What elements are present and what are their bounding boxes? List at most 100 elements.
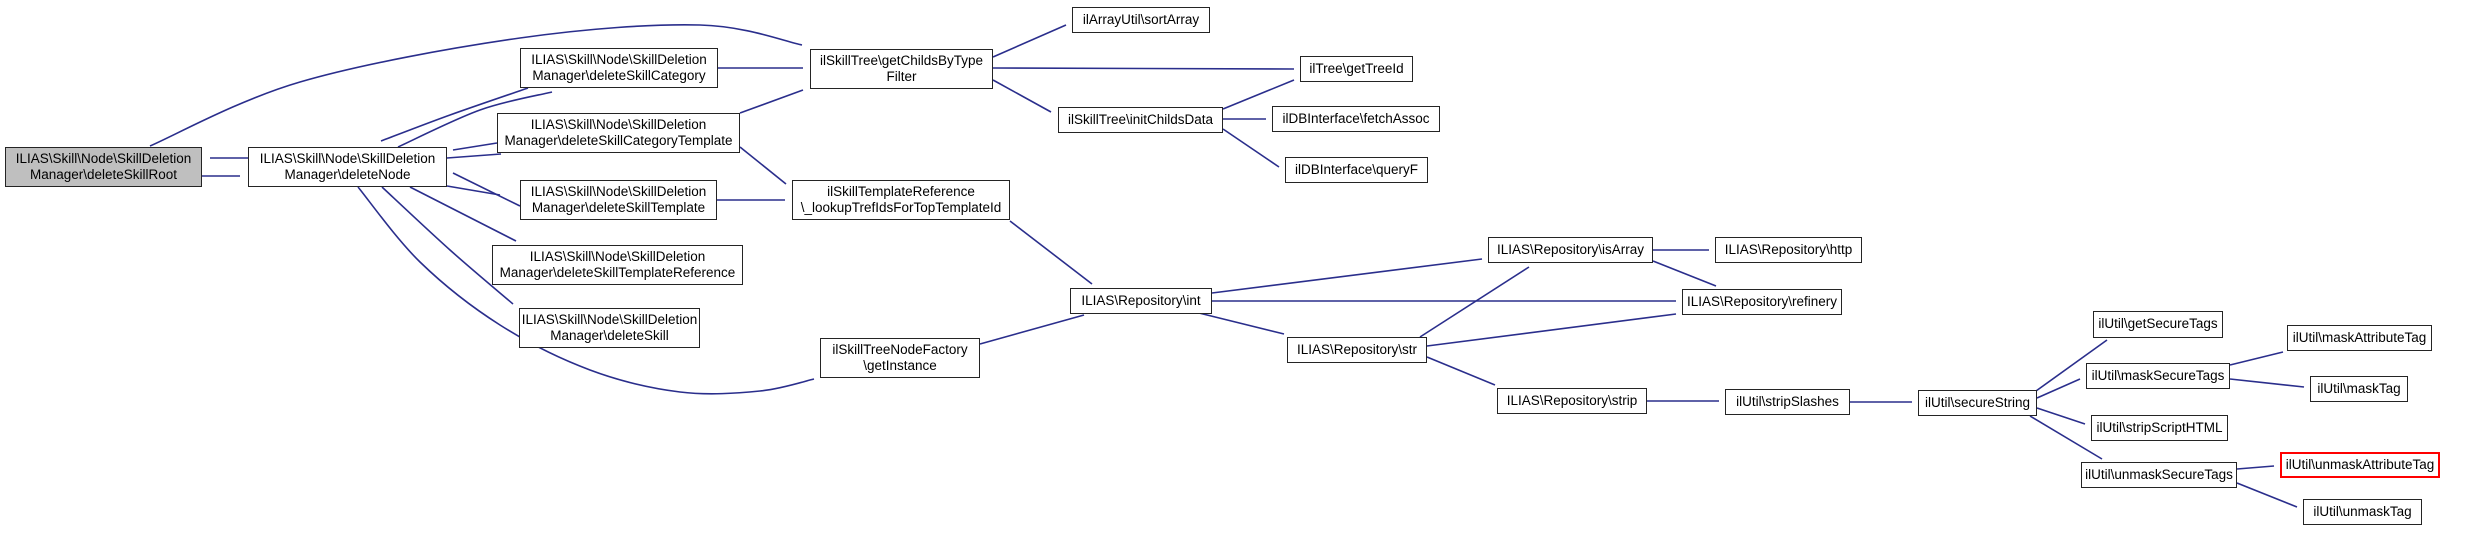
node-mask-secure-tags[interactable]: ilUtil\maskSecureTags bbox=[2086, 363, 2230, 389]
node-label-line: ILIAS\Repository\strip bbox=[1506, 392, 1638, 408]
edge-repository-int--repository-is-array bbox=[1211, 258, 1483, 294]
node-label-line: ilUtil\maskAttributeTag bbox=[2292, 329, 2427, 345]
node-label-line: Manager\deleteSkillRoot bbox=[29, 167, 178, 182]
node-get-secure-tags[interactable]: ilUtil\getSecureTags bbox=[2093, 311, 2223, 338]
node-label-line: ilSkillTree\initChildsData bbox=[1067, 111, 1214, 127]
edge-delete-node--delete-skill-template bbox=[446, 185, 501, 196]
node-label-line: ilUtil\unmaskTag bbox=[2313, 503, 2412, 519]
node-label-line: Manager\deleteSkillTemplateReference bbox=[499, 265, 736, 280]
edge-lookup-tref-ids-for-top-template-id--repository-int bbox=[1009, 220, 1093, 285]
node-repository-is-array[interactable]: ILIAS\Repository\isArray bbox=[1488, 237, 1653, 263]
edge-delete-skill-template--delete-node bbox=[452, 172, 521, 207]
node-fetch-assoc[interactable]: ilDBInterface\fetchAssoc bbox=[1272, 106, 1440, 132]
edge-delete-node--get-instance bbox=[357, 186, 815, 395]
node-repository-strip[interactable]: ILIAS\Repository\strip bbox=[1497, 388, 1647, 414]
node-label-line: ILIAS\Skill\Node\SkillDeletion bbox=[530, 183, 707, 199]
node-label-line: ilUtil\maskSecureTags bbox=[2091, 367, 2225, 383]
edge-repository-str--repository-strip bbox=[1426, 356, 1496, 386]
edge-delete-node--delete-skill-category-template bbox=[446, 153, 502, 159]
node-label-line: ilSkillTreeNodeFactory bbox=[832, 341, 968, 357]
node-label-line: Manager\deleteSkillCategoryTemplate bbox=[504, 133, 733, 148]
node-get-tree-id[interactable]: ilTree\getTreeId bbox=[1300, 56, 1413, 82]
edge-delete-node--delete-skill-category bbox=[397, 91, 553, 148]
node-repository-http[interactable]: ILIAS\Repository\http bbox=[1715, 237, 1862, 263]
edge-unmask-secure-tags--unmask-tag bbox=[2236, 482, 2298, 508]
node-secure-string[interactable]: ilUtil\secureString bbox=[1918, 390, 2037, 416]
edge-secure-string--mask-secure-tags bbox=[2036, 378, 2081, 399]
node-unmask-attribute-tag[interactable]: ilUtil\unmaskAttributeTag bbox=[2280, 452, 2440, 478]
edge-repository-is-array--repository-refinery bbox=[1652, 260, 1717, 287]
edge-delete-skill-category-template--delete-node bbox=[452, 142, 498, 151]
node-label-line: ILIAS\Skill\Node\SkillDeletion bbox=[530, 116, 707, 132]
node-label-line: ilSkillTree\getChildsByType bbox=[819, 52, 984, 68]
node-label-line: ilTree\getTreeId bbox=[1309, 60, 1404, 76]
node-sort-array[interactable]: ilArrayUtil\sortArray bbox=[1072, 7, 1210, 33]
node-label-line: Manager\deleteSkillCategory bbox=[532, 68, 706, 83]
node-label-line: ILIAS\Skill\Node\SkillDeletion bbox=[529, 248, 706, 264]
edge-delete-skill-category-template--lookup-tref-ids-for-top-template-id bbox=[739, 146, 787, 185]
edge-get-childs-by-type-filter--init-childs-data bbox=[992, 79, 1052, 113]
node-label-line: ilUtil\unmaskSecureTags bbox=[2085, 466, 2233, 482]
node-label-line: ilUtil\maskTag bbox=[2317, 380, 2401, 396]
node-strip-slashes[interactable]: ilUtil\stripSlashes bbox=[1725, 389, 1850, 415]
edge-delete-node--delete-skill bbox=[381, 186, 514, 305]
node-repository-refinery[interactable]: ILIAS\Repository\refinery bbox=[1682, 289, 1842, 315]
edge-get-instance--repository-int bbox=[979, 314, 1085, 345]
node-label-line: Manager\deleteSkill bbox=[550, 328, 669, 343]
node-label-line: \_lookupTrefIdsForTopTemplateId bbox=[800, 200, 1002, 215]
edge-mask-secure-tags--mask-tag bbox=[2229, 378, 2305, 388]
edge-mask-secure-tags--mask-attribute-tag bbox=[2229, 351, 2284, 366]
node-get-instance[interactable]: ilSkillTreeNodeFactory\getInstance bbox=[820, 338, 980, 378]
node-label-line: ILIAS\Repository\int bbox=[1081, 292, 1201, 308]
node-query-f[interactable]: ilDBInterface\queryF bbox=[1285, 157, 1428, 183]
edge-delete-skill-root--get-childs-by-type-filter bbox=[149, 24, 803, 147]
edge-secure-string--get-secure-tags bbox=[2035, 339, 2108, 392]
node-label-line: ilUtil\stripSlashes bbox=[1736, 393, 1839, 409]
node-repository-str[interactable]: ILIAS\Repository\str bbox=[1287, 337, 1427, 363]
node-label-line: ILIAS\Skill\Node\SkillDeletion bbox=[521, 311, 698, 327]
node-unmask-tag[interactable]: ilUtil\unmaskTag bbox=[2303, 499, 2422, 525]
node-mask-tag[interactable]: ilUtil\maskTag bbox=[2310, 376, 2408, 402]
edge-repository-str--repository-is-array bbox=[1419, 266, 1530, 338]
node-label-line: ILIAS\Repository\refinery bbox=[1686, 293, 1838, 309]
node-label-line: \getInstance bbox=[863, 358, 937, 373]
edge-secure-string--strip-script-html bbox=[2036, 407, 2086, 425]
edge-delete-skill-category-template--get-childs-by-type-filter bbox=[739, 89, 804, 114]
edge-repository-int--repository-str bbox=[1198, 312, 1285, 335]
node-label-line: Manager\deleteNode bbox=[284, 167, 411, 182]
node-repository-int[interactable]: ILIAS\Repository\int bbox=[1070, 288, 1212, 314]
node-label-line: ilUtil\unmaskAttributeTag bbox=[2285, 456, 2435, 472]
edge-secure-string--unmask-secure-tags bbox=[2029, 415, 2103, 460]
edge-delete-skill-category--delete-node bbox=[380, 87, 529, 142]
edge-repository-str--repository-refinery bbox=[1426, 313, 1677, 347]
node-mask-attribute-tag[interactable]: ilUtil\maskAttributeTag bbox=[2287, 325, 2432, 351]
node-label-line: ILIAS\Skill\Node\SkillDeletion bbox=[15, 150, 192, 166]
node-label-line: ILIAS\Skill\Node\SkillDeletion bbox=[259, 150, 436, 166]
edge-init-childs-data--query-f bbox=[1222, 128, 1280, 168]
node-label-line: ILIAS\Repository\isArray bbox=[1496, 241, 1645, 257]
edge-unmask-secure-tags--unmask-attribute-tag bbox=[2236, 465, 2275, 470]
node-strip-script-html[interactable]: ilUtil\stripScriptHTML bbox=[2091, 415, 2228, 441]
node-label-line: Filter bbox=[886, 69, 917, 84]
node-label-line: ilUtil\getSecureTags bbox=[2098, 316, 2218, 332]
node-unmask-secure-tags[interactable]: ilUtil\unmaskSecureTags bbox=[2081, 462, 2237, 488]
node-label-line: ILIAS\Repository\http bbox=[1724, 241, 1853, 257]
node-label-line: ilSkillTemplateReference bbox=[827, 183, 975, 199]
node-label-line: ILIAS\Repository\str bbox=[1296, 341, 1418, 357]
node-label-line: ilArrayUtil\sortArray bbox=[1082, 11, 1200, 27]
edge-init-childs-data--get-tree-id bbox=[1222, 79, 1295, 110]
node-init-childs-data[interactable]: ilSkillTree\initChildsData bbox=[1058, 107, 1223, 133]
node-label-line: ILIAS\Skill\Node\SkillDeletion bbox=[531, 51, 707, 67]
edge-get-childs-by-type-filter--sort-array bbox=[992, 24, 1067, 58]
node-lookup-tref-ids-for-top-template-id[interactable]: ilSkillTemplateReference\_lookupTrefIdsF… bbox=[792, 180, 1010, 220]
edge-delete-node--delete-skill-template-reference bbox=[409, 186, 517, 242]
